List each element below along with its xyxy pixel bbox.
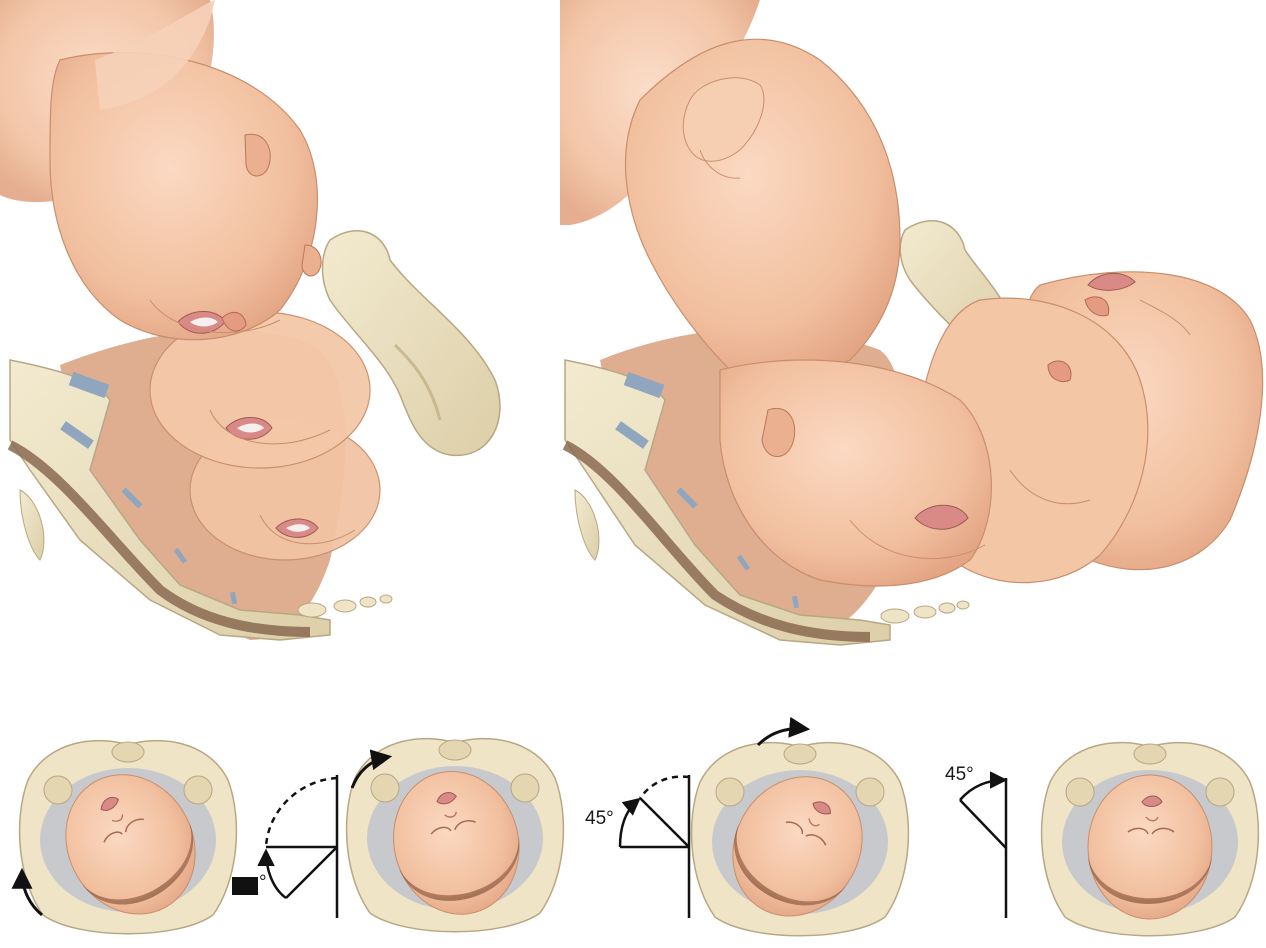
outlet-view-4 (1042, 743, 1259, 936)
outlet-view-2 (347, 739, 564, 932)
ear-icon (762, 408, 795, 456)
rotation-diagram-3 (960, 778, 1006, 918)
rotation-diagram-1 (232, 775, 337, 918)
dashed-arc-icon (266, 778, 337, 847)
outlet-view-3 (692, 743, 909, 940)
angle-label-1: ° (259, 872, 267, 894)
head-delivery-panel (0, 0, 500, 640)
rotation-diagram-2 (620, 775, 689, 918)
fetal-head-face (1088, 775, 1212, 919)
dashed-arc-icon (640, 777, 689, 798)
angle-label-3: 45° (945, 764, 974, 786)
angle-label-2: 45° (585, 808, 614, 830)
redacted-angle-value (232, 877, 258, 895)
outlet-view-1 (20, 741, 237, 938)
shoulder-delivery-panel (560, 0, 1263, 645)
outlet-views-row (20, 739, 1259, 940)
